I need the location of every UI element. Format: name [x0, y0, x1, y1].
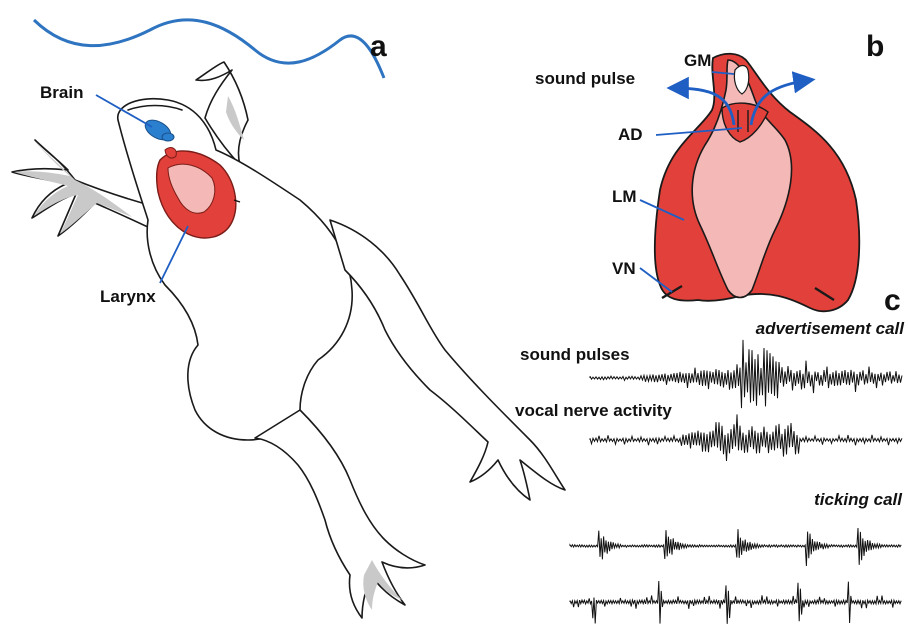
panel-a: Brain Larynx a: [12, 20, 565, 618]
panel-b: sound pulse GM AD LM VN b: [535, 30, 884, 311]
panel-a-letter: a: [370, 30, 387, 63]
water-surface-wave: [34, 20, 384, 78]
advertisement-sound-pulse-trace: [590, 340, 902, 408]
frog-left-hand-shade: [14, 142, 132, 234]
lm-label: LM: [612, 187, 637, 206]
sound-pulse-label: sound pulse: [535, 69, 635, 88]
vn-label: VN: [612, 259, 636, 278]
ticking-call-title: ticking call: [814, 490, 903, 509]
larynx-label: Larynx: [100, 287, 156, 306]
vocal-nerve-activity-label: vocal nerve activity: [515, 401, 672, 420]
advertisement-call-title: advertisement call: [756, 319, 906, 338]
gm-label: GM: [684, 51, 711, 70]
panel-c: c advertisement call sound pulses vocal …: [515, 284, 905, 624]
sound-pulses-label: sound pulses: [520, 345, 630, 364]
larynx-large: [655, 54, 860, 312]
frog-illustration: [12, 62, 565, 618]
advertisement-nerve-activity-trace: [590, 414, 902, 461]
frog-left-hind-leg: [255, 410, 425, 618]
panel-b-letter: b: [866, 30, 884, 63]
ticking-sound-pulse-trace: [570, 528, 901, 566]
brain-label: Brain: [40, 83, 83, 102]
panel-c-letter: c: [884, 284, 901, 317]
ad-label: AD: [618, 125, 643, 144]
ticking-nerve-activity-trace: [570, 581, 901, 624]
